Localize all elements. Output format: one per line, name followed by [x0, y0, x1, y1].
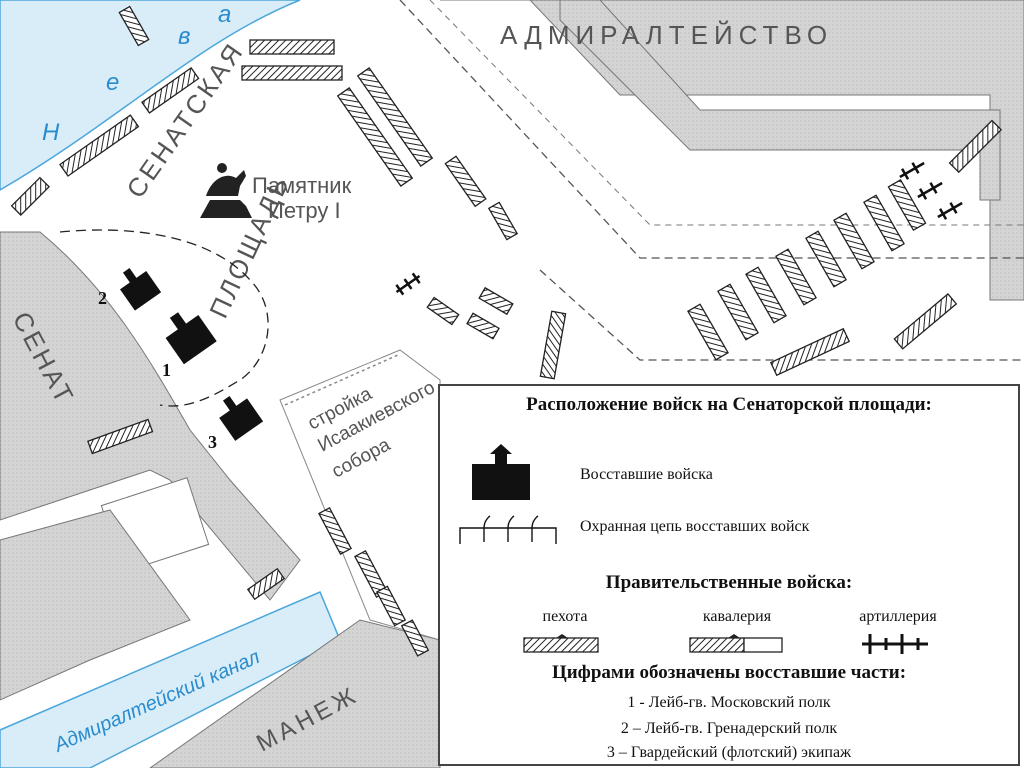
- legend-gov-title: Правительственные войска:: [605, 572, 853, 593]
- cavalry-icon: [689, 634, 783, 653]
- infantry-unit: [887, 178, 927, 232]
- legend-unit-1: 1 - Лейб-гв. Московский полк: [627, 694, 831, 711]
- infantry-unit: [833, 212, 875, 270]
- infantry-unit: [249, 39, 335, 55]
- legend-guard-chain: Охранная цепь восставших войск: [580, 518, 810, 535]
- infantry-unit: [10, 176, 51, 217]
- neva-letter-1: Н: [42, 119, 60, 146]
- infantry-unit: [87, 418, 154, 455]
- infantry-unit: [141, 66, 200, 114]
- infantry-unit: [444, 155, 487, 208]
- legend-infantry: пехота: [542, 608, 588, 625]
- infantry-unit: [948, 119, 1003, 174]
- unit-number-1: 1: [162, 360, 171, 380]
- legend-artillery: артиллерия: [859, 608, 937, 625]
- infantry-unit: [426, 296, 460, 326]
- neva-letter-2: е: [106, 69, 119, 96]
- legend-unit-3: 3 – Гвардейский (флотский) экипаж: [606, 744, 852, 761]
- artillery-unit: [395, 272, 421, 296]
- neva-letter-4: а: [218, 1, 231, 28]
- cavalry-unit: [59, 114, 140, 177]
- legend-numbers-title: Цифрами обозначены восставшие части:: [551, 662, 907, 683]
- monument-label-line2: Петру I: [268, 198, 341, 223]
- legend-panel: Расположение войск на Сенаторской площад…: [438, 384, 1020, 766]
- cavalry-unit: [769, 327, 851, 377]
- square-boundary: [539, 269, 1024, 361]
- government-troops: [10, 5, 1003, 657]
- infantry-unit: [246, 567, 286, 601]
- infantry-unit: [318, 506, 352, 556]
- infantry-unit: [466, 312, 500, 340]
- rebel-unit-3: [219, 396, 264, 441]
- admiralty-label: АДМИРАЛТЕЙСТВО: [500, 20, 833, 50]
- neva-letter-3: в: [178, 23, 191, 50]
- admiralty-boundary: [399, 0, 1024, 259]
- infantry-icon: [523, 634, 599, 653]
- legend-title: Расположение войск на Сенаторской площад…: [526, 394, 932, 415]
- admiralty-canal: [0, 591, 341, 768]
- infantry-unit: [745, 266, 787, 324]
- legend-unit-2: 2 – Лейб-гв. Гренадерский полк: [620, 720, 838, 737]
- guard-chain: [59, 229, 269, 407]
- infantry-unit: [487, 201, 519, 241]
- infantry-unit: [400, 619, 430, 657]
- admiralty-inner-wing: [559, 0, 1001, 201]
- unit-number-3: 3: [208, 432, 217, 452]
- infantry-unit: [893, 292, 958, 350]
- monument-icon: [200, 163, 252, 218]
- artillery-unit: [917, 181, 943, 200]
- cavalry-unit: [539, 310, 567, 380]
- guard-chain-icon: [459, 515, 557, 544]
- admiralty-boundary-inner: [429, 0, 1024, 226]
- infantry-unit: [805, 230, 847, 288]
- senate-block-lower: [0, 509, 191, 701]
- rebel-unit-2: [120, 268, 162, 311]
- legend-cavalry: кавалерия: [702, 608, 772, 625]
- artillery-unit: [937, 201, 963, 220]
- infantry-unit: [687, 303, 729, 361]
- cavalry-unit: [356, 67, 434, 167]
- isaac-fence: [284, 354, 399, 406]
- artillery-unit: [899, 161, 925, 180]
- infantry-unit: [375, 585, 407, 627]
- monument-label-line1: Памятник: [252, 173, 352, 198]
- infantry-unit: [863, 194, 905, 252]
- cavalry-unit: [241, 65, 343, 81]
- unit-number-2: 2: [98, 288, 107, 308]
- infantry-unit: [717, 283, 759, 341]
- neva-river: [0, 0, 301, 191]
- rebel-troops-icon: [472, 444, 530, 500]
- infantry-unit: [118, 5, 150, 47]
- legend-rebel-troops: Восставшие войска: [580, 466, 713, 483]
- infantry-unit: [775, 248, 817, 306]
- senate-building: [0, 231, 301, 601]
- infantry-unit: [478, 286, 514, 316]
- cavalry-unit: [336, 87, 414, 187]
- artillery-icon: [862, 634, 928, 654]
- rebel-unit-1: [165, 312, 217, 365]
